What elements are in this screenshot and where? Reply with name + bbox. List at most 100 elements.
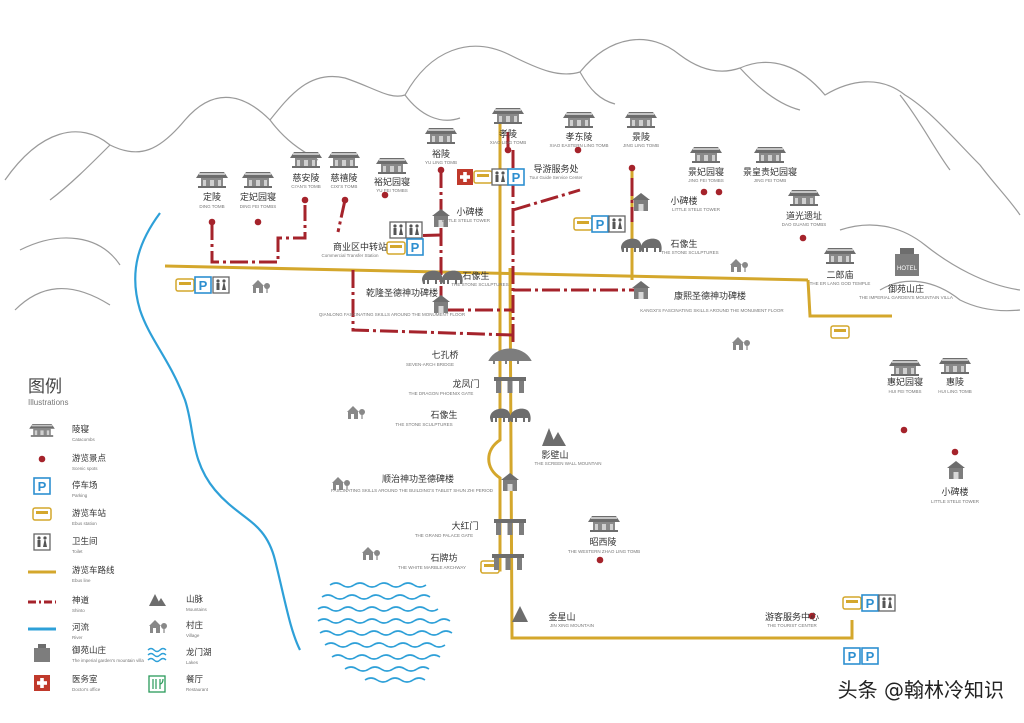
svg-text:THE STONE SCULPTURES: THE STONE SCULPTURES (661, 250, 718, 255)
svg-text:JING FEI TOMB: JING FEI TOMB (754, 178, 787, 183)
label-zhaoxi: 昭西陵 (589, 537, 616, 548)
svg-text:LITTLE STELE TOWER: LITTLE STELE TOWER (442, 218, 491, 223)
svg-text:LITTLE STELE TOWER: LITTLE STELE TOWER (672, 207, 721, 212)
svg-text:LITTLE STELE TOWER: LITTLE STELE TOWER (931, 499, 980, 504)
label-villa: 御苑山庄 (888, 283, 924, 295)
label-dahongmen: 大红门 (451, 520, 478, 532)
svg-text:HUI FEI TOMBS: HUI FEI TOMBS (888, 389, 921, 394)
svg-text:DAO GUANG TOMBS: DAO GUANG TOMBS (782, 222, 827, 227)
svg-text:CIXI'S TOMB: CIXI'S TOMB (331, 184, 358, 189)
svg-text:Catacombs: Catacombs (72, 437, 96, 442)
label-cixi: 慈禧陵 (330, 172, 357, 184)
mountains-background (4, 38, 1021, 312)
svg-text:Tour Guide Service Center: Tour Guide Service Center (529, 175, 583, 180)
label-stele-hui: 小碑楼 (941, 486, 968, 498)
svg-text:THE SCREEN WALL MOUNTAIN: THE SCREEN WALL MOUNTAIN (534, 461, 601, 466)
label-guide: 导游服务处 (533, 163, 578, 175)
svg-text:Ebus line: Ebus line (72, 578, 91, 583)
svg-text:停车场: 停车场 (72, 480, 98, 491)
facility-cluster-jing (573, 215, 626, 233)
label-huiling: 惠陵 (946, 376, 964, 388)
svg-text:Shinto: Shinto (72, 608, 85, 613)
label-kangxi: 康熙圣德神功碑楼 (674, 290, 746, 302)
label-shixiang-main: 石像生 (430, 409, 457, 421)
svg-text:THE DRAGON PHOENIX GATE: THE DRAGON PHOENIX GATE (409, 391, 474, 396)
label-transfer: 商业区中转站 (333, 241, 387, 253)
svg-text:JING LING TOMB: JING LING TOMB (623, 143, 659, 148)
svg-text:龙门湖: 龙门湖 (186, 647, 212, 658)
label-huifei: 惠妃园寝 (887, 376, 923, 388)
label-shixiang-xiao: 石像生 (462, 270, 489, 282)
legend-restaurant-icon (148, 675, 166, 693)
label-jinghuang: 景皇贵妃园寝 (743, 166, 797, 178)
legend-subtitle: Illustrations (28, 398, 68, 407)
label-dingfei: 定妃园寝 (240, 191, 276, 203)
legend-parking-icon (33, 477, 51, 495)
svg-text:JIN XING MOUNTAIN: JIN XING MOUNTAIN (550, 623, 594, 628)
label-visitor: 游客服务中心 (765, 611, 819, 623)
legend-doctor-icon (34, 675, 50, 691)
svg-text:QIANLONG FASCINATING SKILLS AR: QIANLONG FASCINATING SKILLS AROUND THE M… (319, 312, 466, 317)
svg-text:村庄: 村庄 (186, 620, 204, 631)
svg-text:Parking: Parking (72, 493, 88, 498)
label-stele-xiao: 小碑楼 (456, 206, 483, 218)
svg-text:Village: Village (186, 633, 200, 638)
svg-text:DING TOMB: DING TOMB (199, 204, 224, 209)
svg-text:THE WHITE MARBLE ARCHWAY: THE WHITE MARBLE ARCHWAY (398, 565, 466, 570)
svg-text:山脉: 山脉 (186, 594, 204, 605)
svg-text:KANGXI'S FASCINATING SKILLS AR: KANGXI'S FASCINATING SKILLS AROUND THE M… (640, 308, 784, 313)
legend-village-icon (149, 620, 167, 633)
svg-text:医务室: 医务室 (72, 674, 98, 685)
svg-text:River: River (72, 635, 83, 640)
svg-text:THE STONE SCULPTURES: THE STONE SCULPTURES (451, 282, 508, 287)
svg-text:HUI LING TOMB: HUI LING TOMB (938, 389, 972, 394)
svg-text:CI'AN'S TOMB: CI'AN'S TOMB (291, 184, 321, 189)
villa-building-icon: HOTEL (895, 248, 919, 276)
svg-text:游览车站: 游览车站 (72, 508, 107, 519)
svg-text:THE IMPERIAL GARDEN'S MOUNTAIN: THE IMPERIAL GARDEN'S MOUNTAIN VILLA (859, 295, 953, 300)
facility-cluster-west (175, 276, 270, 294)
svg-text:御苑山庄: 御苑山庄 (72, 645, 107, 656)
svg-text:YU LING TOMB: YU LING TOMB (425, 160, 457, 165)
svg-text:XIAO EASTERN LING TOMB: XIAO EASTERN LING TOMB (549, 143, 608, 148)
svg-text:THE STONE SCULPTURES: THE STONE SCULPTURES (395, 422, 452, 427)
svg-text:陵寝: 陵寝 (72, 424, 90, 435)
label-jinxing: 金星山 (548, 611, 575, 623)
svg-text:Lakes: Lakes (186, 660, 199, 665)
facility-cluster-transfer (386, 221, 424, 256)
label-dingling: 定陵 (203, 191, 221, 203)
svg-text:Ebus station: Ebus station (72, 521, 97, 526)
svg-text:Mountains: Mountains (186, 607, 208, 612)
place-labels: 定陵 DING TOMB 定妃园寝 DING FEI TOMBS 慈安陵 CI'… (199, 129, 979, 628)
legend-mountain-icon (149, 594, 166, 606)
svg-text:SEVEN-ARCH BRIDGE: SEVEN-ARCH BRIDGE (406, 362, 454, 367)
svg-text:THE WESTERN ZHAO LING TOMB: THE WESTERN ZHAO LING TOMB (568, 549, 640, 554)
svg-text:神道: 神道 (72, 595, 90, 606)
svg-text:Scenic spots: Scenic spots (72, 466, 98, 471)
legend: 图例 Illustrations 陵寝 Catacombs 游览景点 Sceni… (28, 377, 212, 693)
label-jingling: 景陵 (632, 132, 650, 143)
svg-text:餐厅: 餐厅 (186, 675, 204, 685)
svg-text:卫生间: 卫生间 (72, 536, 98, 547)
legend-scenic-dot-icon (38, 455, 46, 463)
watermark-text: 头条 @翰林冷知识 (838, 678, 1004, 702)
svg-text:Toilet: Toilet (72, 549, 83, 554)
label-yufei: 裕妃园寝 (374, 176, 410, 188)
label-yuling: 裕陵 (432, 148, 450, 160)
label-shunzhi: 顺治神功圣德碑楼 (382, 473, 454, 485)
svg-text:The imperial garden's mountain: The imperial garden's mountain villa (72, 658, 144, 663)
label-daoguang: 道光遗址 (786, 210, 822, 222)
longmen-lake (310, 566, 453, 685)
svg-text:DING FEI TOMBS: DING FEI TOMBS (240, 204, 277, 209)
label-stele-jing: 小碑楼 (670, 195, 697, 207)
facility-cluster-guide (457, 168, 525, 186)
label-qikong: 七孔桥 (431, 349, 458, 361)
svg-text:YU FEI TOMBS: YU FEI TOMBS (376, 188, 408, 193)
legend-bus-station-icon (32, 507, 52, 521)
label-qianlong: 乾隆圣德神功碑楼 (366, 287, 438, 299)
legend-villa-icon (34, 644, 50, 662)
svg-text:THE TOURIST CENTER: THE TOURIST CENTER (767, 623, 817, 628)
label-longfeng: 龙凤门 (452, 378, 479, 390)
label-cians: 慈安陵 (292, 172, 319, 184)
